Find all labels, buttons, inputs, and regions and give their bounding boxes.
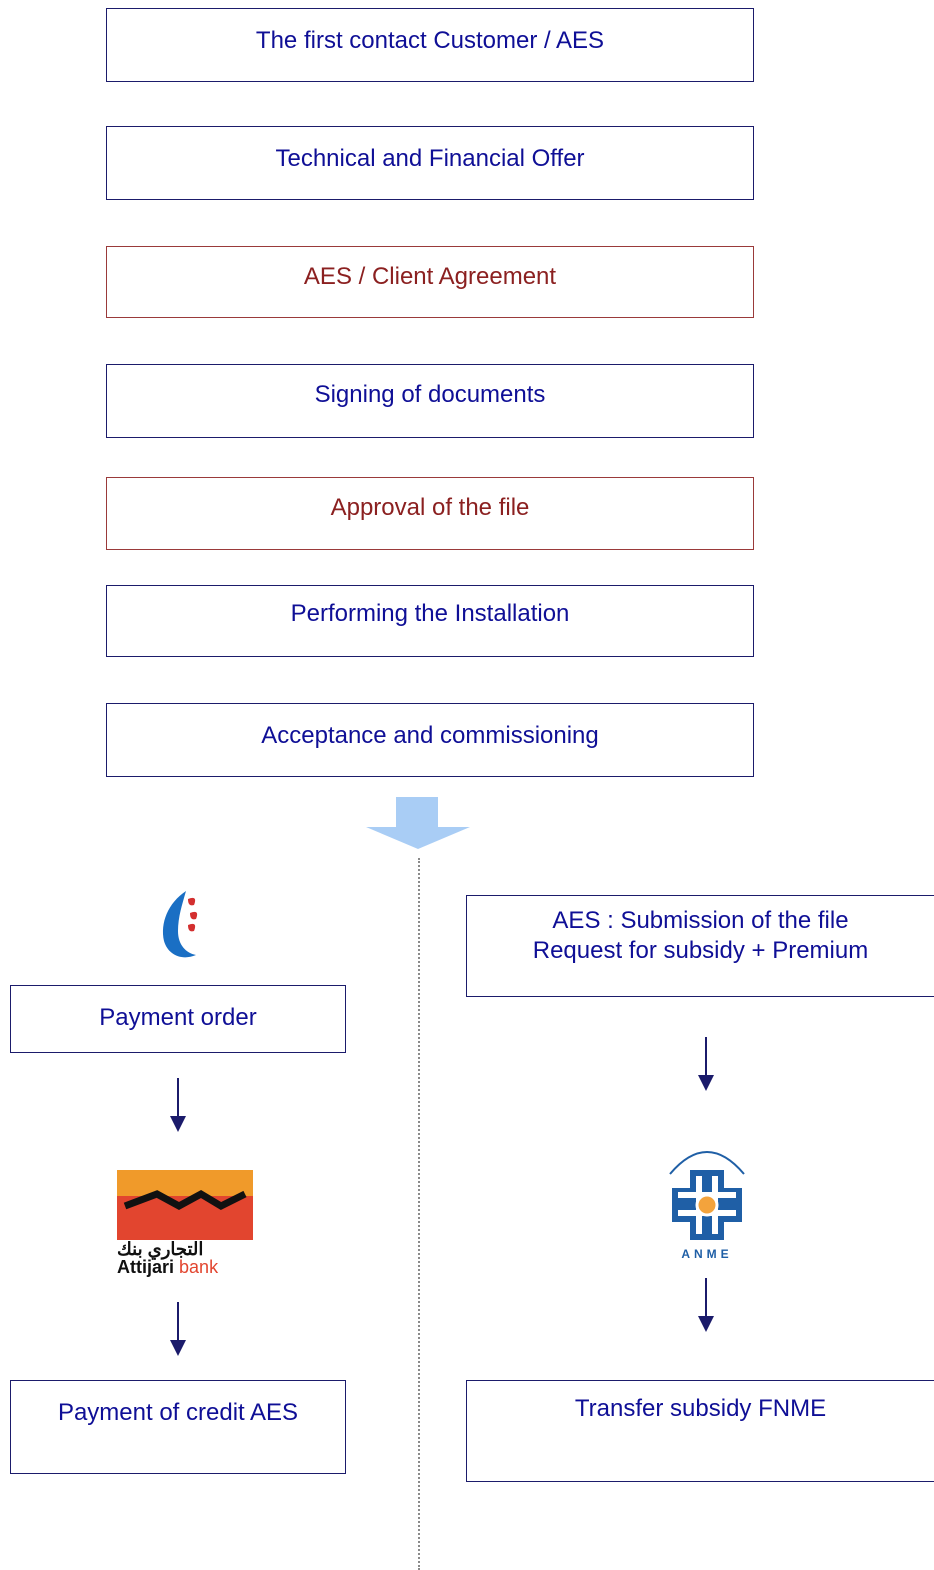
arrow-shaft <box>177 1302 179 1344</box>
arrow-shaft <box>177 1078 179 1120</box>
step-box-offer: Technical and Financial Offer <box>106 126 754 200</box>
arrow-head-icon <box>698 1075 714 1091</box>
bank-arabic-name: التجاري بنك <box>117 1239 204 1259</box>
arrow-head-icon <box>170 1116 186 1132</box>
step-box-agreement: AES / Client Agreement <box>106 246 754 318</box>
step-box-acceptance: Acceptance and commissioning <box>106 703 754 777</box>
submission-box: AES : Submission of the file Request for… <box>466 895 934 997</box>
payment-credit-box: Payment of credit AES <box>10 1380 346 1474</box>
attijari-mark-icon <box>117 1170 253 1240</box>
arrow-shaft <box>705 1037 707 1079</box>
utility-logo-icon <box>162 891 198 958</box>
step-label: Acceptance and commissioning <box>261 722 599 749</box>
anme-emblem-icon <box>669 1151 745 1240</box>
step-label: Approval of the file <box>330 494 530 521</box>
step-label: Technical and Financial Offer <box>275 145 585 172</box>
transfer-box: Transfer subsidy FNME <box>466 1380 934 1482</box>
bank-latin-main: Attijari <box>117 1257 175 1277</box>
arrow-shaft <box>705 1278 707 1320</box>
transfer-label: Transfer subsidy FNME <box>574 1395 827 1422</box>
arrow-head-icon <box>698 1316 714 1332</box>
payment-order-box: Payment order <box>10 985 346 1053</box>
big-down-arrow-icon <box>366 797 470 849</box>
vertical-divider <box>418 858 420 1570</box>
step-label: AES / Client Agreement <box>303 263 557 290</box>
arrow-head-icon <box>170 1340 186 1356</box>
step-box-approval: Approval of the file <box>106 477 754 550</box>
anme-logo: ANME <box>660 1130 754 1261</box>
payment-credit-label: Payment of credit AES <box>57 1399 299 1426</box>
step-label: Signing of documents <box>314 381 546 408</box>
submission-line-1: AES : Submission of the file <box>552 907 849 934</box>
attijari-bank-logo: التجاري بنك Attijari bank <box>117 1170 289 1276</box>
step-label: The first contact Customer / AES <box>255 27 605 54</box>
step-label: Performing the Installation <box>290 600 570 627</box>
step-box-first-contact: The first contact Customer / AES <box>106 8 754 82</box>
bank-latin-name: Attijari bank <box>117 1258 289 1276</box>
step-box-signing: Signing of documents <box>106 364 754 438</box>
bank-latin-sub: bank <box>179 1257 219 1277</box>
submission-line-2: Request for subsidy + Premium <box>532 937 869 964</box>
payment-order-label: Payment order <box>99 1004 257 1031</box>
step-box-installation: Performing the Installation <box>106 585 754 657</box>
anme-acronym: ANME <box>681 1247 733 1261</box>
